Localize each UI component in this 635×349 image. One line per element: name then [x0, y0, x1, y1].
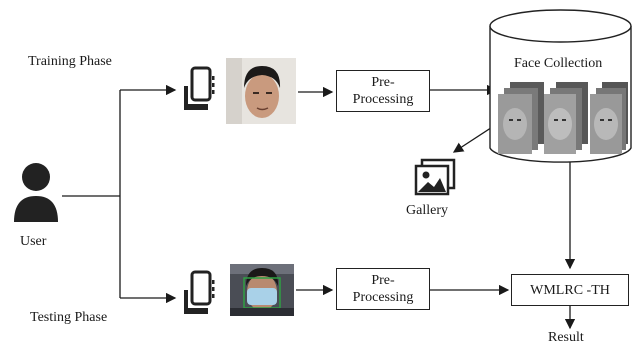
user-label: User — [20, 234, 47, 249]
face-stack-2 — [544, 82, 588, 154]
training-phase-label: Training Phase — [28, 54, 112, 69]
preprocessing-box-training: Pre- Processing — [336, 70, 430, 112]
face-collection-label: Face Collection — [514, 56, 603, 71]
result-label: Result — [548, 330, 584, 345]
database-icon — [489, 9, 632, 163]
preprocessing-line2: Processing — [352, 92, 414, 107]
gallery-icon — [414, 158, 456, 196]
phone-hand-icon — [184, 270, 215, 314]
preprocessing-line2: Processing — [352, 290, 414, 305]
training-face-photo — [226, 58, 296, 124]
preprocessing-box-testing: Pre- Processing — [336, 268, 430, 310]
preprocessing-line1: Pre- — [371, 273, 395, 288]
phone-hand-icon — [184, 66, 215, 110]
gallery-label: Gallery — [406, 203, 448, 218]
testing-face-photo — [230, 264, 294, 316]
face-stack-1 — [498, 82, 544, 154]
testing-phase-label: Testing Phase — [30, 310, 108, 325]
user-icon — [14, 163, 58, 222]
preprocessing-line1: Pre- — [371, 75, 395, 90]
face-stack-3 — [590, 82, 628, 154]
classifier-box: WMLRC -TH — [511, 274, 629, 306]
